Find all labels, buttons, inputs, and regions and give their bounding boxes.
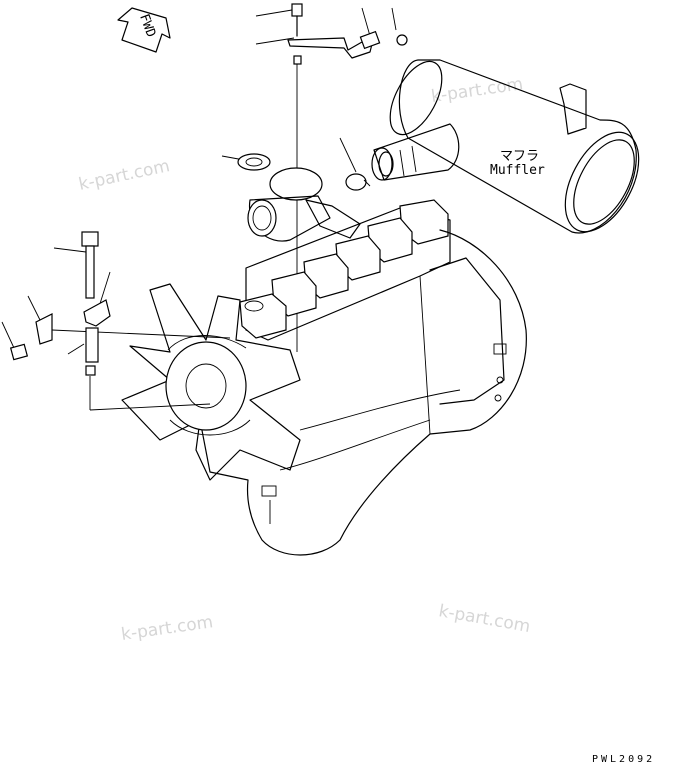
cooling-fan [121,283,301,481]
bracket-hardware [1,231,231,411]
watermark: k-part.com [77,156,172,195]
muffler-label-jp: マフラ [500,149,539,164]
muffler: マフラ Muffler [389,59,640,234]
drawing-code: PWL2092 [592,754,655,765]
watermark: k-part.com [430,74,524,107]
muffler-label-en: Muffler [490,163,545,178]
watermark: k-part.com [120,612,214,645]
fwd-label: FWD [136,12,158,39]
fwd-direction-arrow: FWD [117,7,171,53]
turbo-gasket [221,153,271,171]
exhaust-pipe [339,123,460,191]
watermark: k-part.com [437,601,532,637]
top-bracket-assembly [255,3,408,352]
engine-block [199,167,527,556]
